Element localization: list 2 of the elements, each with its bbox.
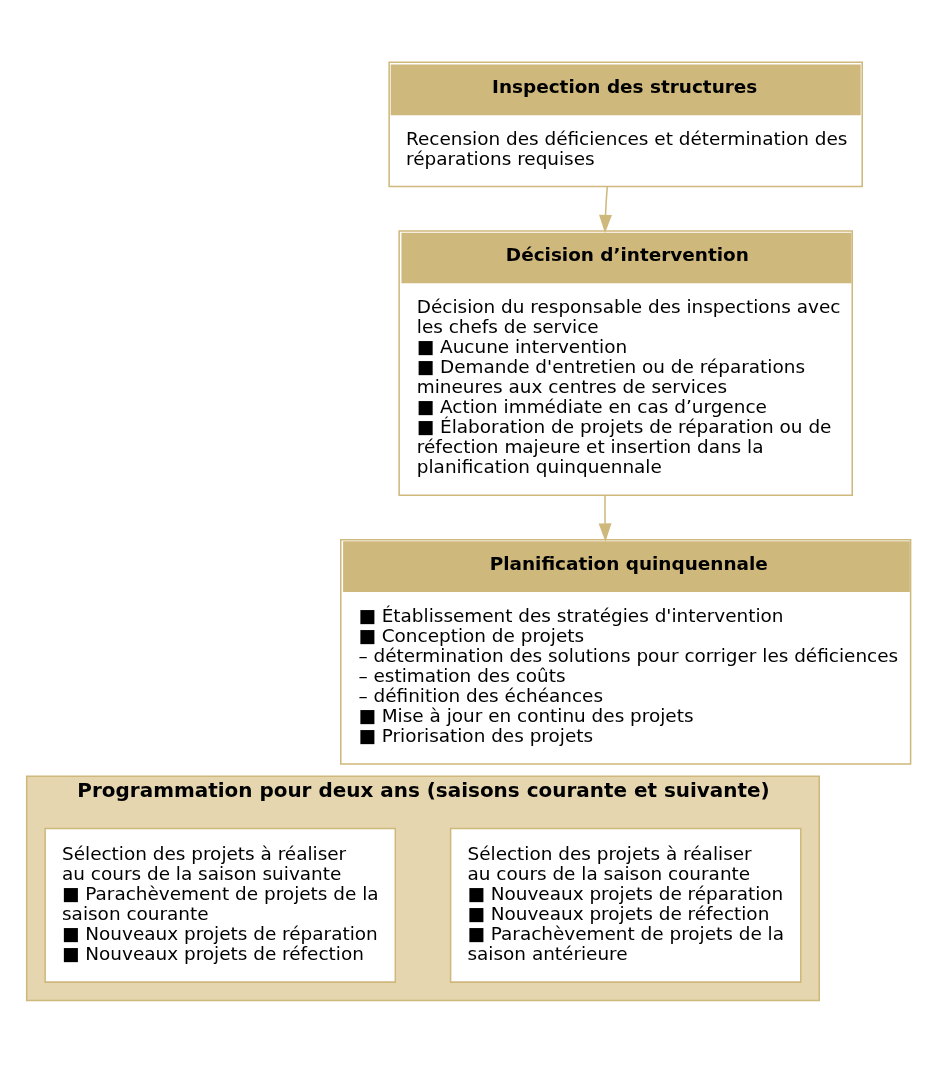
arrow — [598, 494, 612, 542]
arrow — [599, 185, 612, 233]
